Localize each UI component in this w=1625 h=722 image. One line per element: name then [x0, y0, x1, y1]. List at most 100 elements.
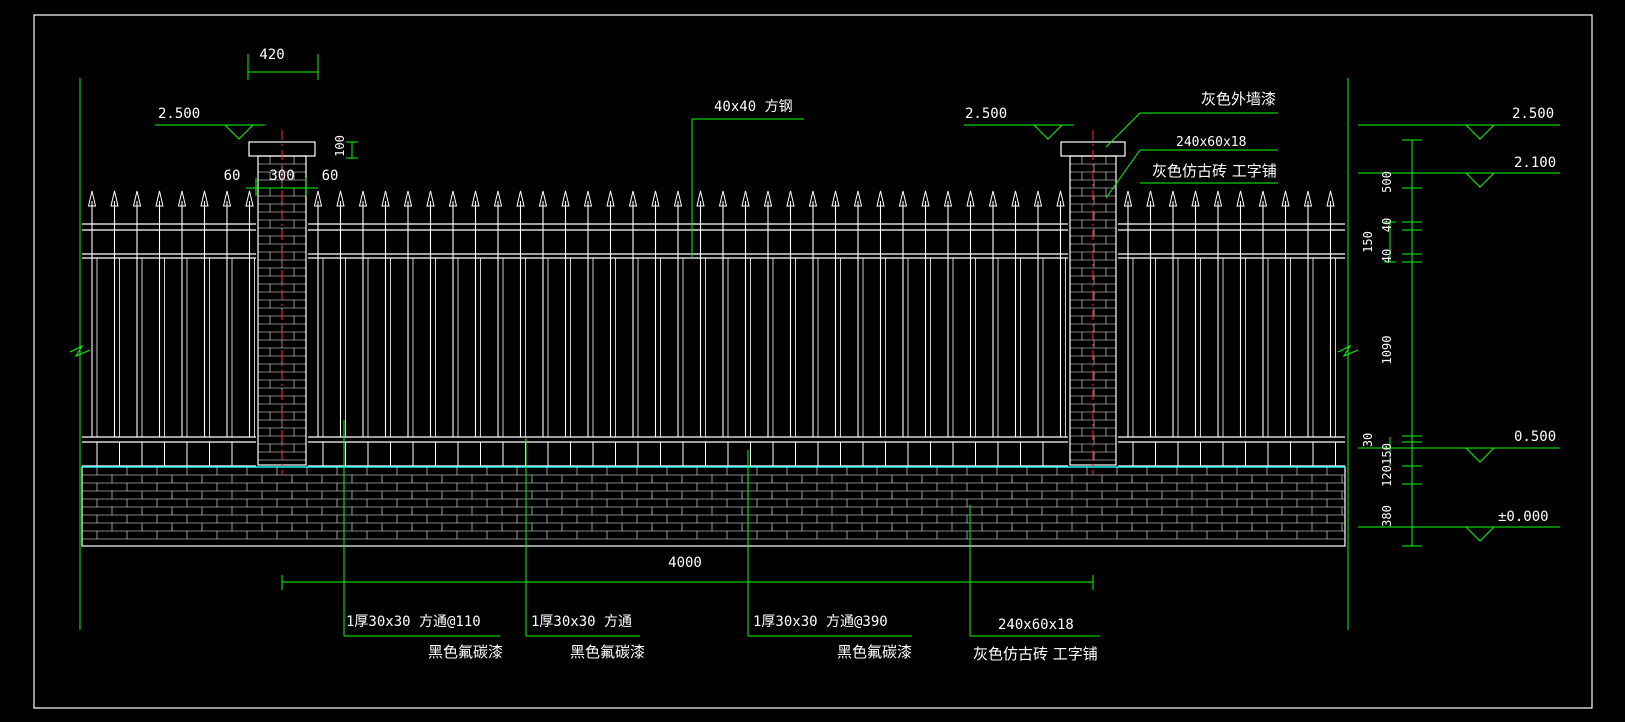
callout-brick-size-top: 240x60x18 [1176, 135, 1246, 150]
elevation-right-2100: 2.100 [1514, 155, 1556, 171]
dim-pier-core: 300 [269, 168, 294, 184]
brick-base-wall [81, 466, 1346, 547]
callout-brick-size-bottom: 240x60x18 [998, 617, 1074, 633]
dim-right-500: 500 [1380, 171, 1394, 193]
dim-right-150a: 150 [1361, 231, 1375, 253]
picket-finial [831, 190, 840, 207]
picket-finial [628, 190, 638, 207]
picket-finial [1033, 190, 1043, 207]
picket-finial [741, 190, 750, 207]
picket-finial [1191, 190, 1200, 207]
picket-finial [493, 190, 503, 207]
picket-finial [1056, 190, 1065, 207]
picket-finial [132, 190, 142, 207]
picket-finial [921, 190, 930, 207]
dim-side-left: 60 [224, 168, 241, 184]
picket-finial [1303, 190, 1313, 207]
elev-mark-right-triangle [1464, 526, 1496, 542]
fence-pickets [87, 190, 1336, 466]
dim-side-right: 60 [322, 168, 339, 184]
picket-finial [1236, 190, 1245, 207]
callout-picket-3-line2: 黑色氟碳漆 [837, 643, 912, 661]
leader-brick-top [1105, 149, 1141, 199]
picket-finial [87, 190, 97, 207]
picket-finial [786, 190, 795, 207]
dim-right-120: 120 [1380, 465, 1394, 487]
picket-finial [1213, 190, 1223, 207]
picket-finial [403, 190, 413, 207]
leader-exterior-paint [1105, 112, 1141, 148]
callout-picket-3-line1: 1厚30x30 方通@390 [753, 614, 888, 630]
picket-finial [448, 190, 458, 207]
picket-finial [673, 190, 683, 207]
picket-finial [651, 190, 660, 207]
break-mark-right [1337, 344, 1359, 358]
picket-finial [516, 190, 525, 207]
dim-right-150b: 150 [1380, 443, 1394, 465]
picket-finial [1011, 190, 1020, 207]
dimension-lines [69, 54, 1560, 637]
picket-finial [966, 190, 975, 207]
picket-finial [538, 190, 548, 207]
picket-finial [336, 190, 345, 207]
picket-finial [1168, 190, 1178, 207]
picket-finial [606, 190, 615, 207]
base-wall-outline [81, 466, 1346, 547]
elevation-right-0000: ±0.000 [1498, 509, 1549, 525]
dim-pier-span: 4000 [668, 555, 702, 571]
picket-finial [988, 190, 998, 207]
picket-finial [1146, 190, 1155, 207]
dim-cap-height: 100 [333, 135, 347, 157]
picket-finial [1258, 190, 1268, 207]
picket-finial [426, 190, 435, 207]
elev-mark-right-triangle [1464, 124, 1496, 140]
picket-finial [358, 190, 368, 207]
elev-mark-left-pier-triangle [223, 124, 255, 140]
picket-finial [471, 190, 480, 207]
picket-finial [808, 190, 818, 207]
callout-brick-desc-top: 灰色仿古砖 工字铺 [1152, 162, 1277, 180]
picket-finial [763, 190, 773, 207]
picket-finial [718, 190, 728, 207]
dim-pier-width-total: 420 [259, 47, 284, 63]
elevation-right-2500: 2.500 [1512, 106, 1554, 122]
picket-finial [110, 190, 119, 207]
drawing-frame [33, 14, 1593, 709]
callout-steel-bar: 40x40 方钢 [714, 99, 793, 115]
dim-right-1090: 1090 [1380, 336, 1394, 365]
callout-picket-2-line2: 黑色氟碳漆 [570, 643, 645, 661]
picket-finial [222, 190, 232, 207]
picket-finial [1281, 190, 1290, 207]
picket-finial [876, 190, 885, 207]
picket-finial [245, 190, 254, 207]
picket-finial [177, 190, 187, 207]
callout-picket-2-line1: 1厚30x30 方通 [531, 614, 632, 630]
picket-finial [696, 190, 705, 207]
dim-right-40a: 40 [1380, 218, 1394, 232]
picket-finial [943, 190, 953, 207]
elev-mark-right-triangle [1464, 447, 1496, 463]
picket-finial [898, 190, 908, 207]
elevation-left-pier-top: 2.500 [158, 106, 200, 122]
elev-mark-right-triangle [1464, 172, 1496, 188]
picket-finial [1326, 190, 1335, 207]
dim-right-30: 30 [1361, 433, 1375, 447]
dim-right-380: 380 [1380, 505, 1394, 527]
break-mark-left [69, 344, 91, 358]
picket-finial [200, 190, 209, 207]
dim-right-40b: 40 [1380, 249, 1394, 263]
callout-brick-desc-bottom: 灰色仿古砖 工字铺 [973, 645, 1098, 663]
picket-finial [155, 190, 164, 207]
callout-exterior-paint: 灰色外墙漆 [1201, 90, 1276, 108]
elev-mark-right-pier-triangle [1032, 124, 1064, 140]
picket-finial [561, 190, 570, 207]
callout-picket-1-line2: 黑色氟碳漆 [428, 643, 503, 661]
fence-rails [82, 223, 1345, 467]
picket-finial [583, 190, 593, 207]
elevation-right-0500: 0.500 [1514, 429, 1556, 445]
picket-finial [313, 190, 323, 207]
picket-finial [1123, 190, 1133, 207]
picket-finial [853, 190, 863, 207]
